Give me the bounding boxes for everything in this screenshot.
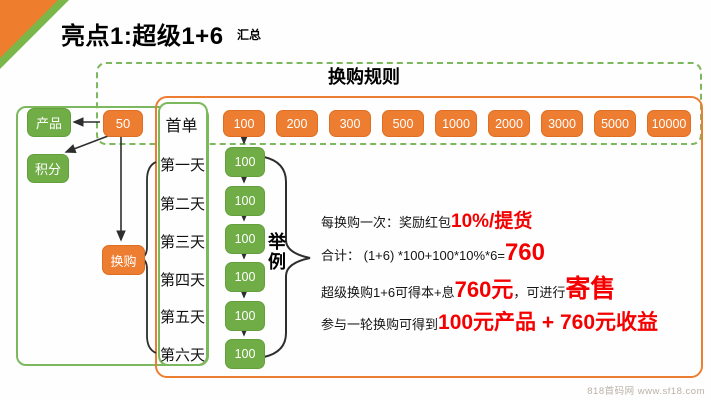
rules-title: 换购规则 [328,67,400,87]
ladder-box-day6: 100 [225,339,265,369]
note-line-1: 每换购一次：奖励红包 10%/提货 [321,206,706,233]
note-3-red-1: 760元 [454,277,514,302]
price-tier-box: 5000 [594,110,636,137]
ladder-box-day3: 100 [225,224,265,254]
corner-ribbon-orange [0,0,58,58]
ladder-box-day4: 100 [225,262,265,292]
note-2-red: 760 [504,239,545,266]
price-tier-box: 500 [382,110,424,137]
schedule-day-6: 第六天 [160,347,206,364]
note-3-red-2: 寄售 [565,275,616,303]
price-tier-box: 2000 [488,110,530,137]
schedule-day-4: 第四天 [160,272,206,289]
product-box: 产品 [27,108,71,137]
schedule-day-3: 第三天 [160,234,206,251]
points-box: 积分 [27,154,69,183]
watermark: 818首码网 www.sf18.com [587,386,705,397]
price-tier-box: 10000 [647,110,691,137]
price-tier-box: 300 [329,110,371,137]
price-tier-box: 1000 [435,110,477,137]
schedule-day-5: 第五天 [160,309,206,326]
note-4-red: 100元产品 + 760元收益 [438,311,659,334]
note-line-2: 合计： (1+6) *100+100*10%*6= 760 [321,239,706,267]
note-3-black-1: 超级换购1+6可得本+息 [321,285,455,300]
exchange-box: 换购 [102,245,145,275]
note-1-red: 10%/提货 [451,211,533,232]
schedule-day-2: 第二天 [160,196,206,213]
page-title: 亮点1:超级1+6 [61,23,224,50]
note-4-black: 参与一轮换购可得到 [321,317,439,332]
price-tier-box: 200 [276,110,318,137]
price-tier-box: 100 [223,110,265,137]
ladder-box-day5: 100 [225,301,265,331]
first-amount-box: 50 [103,110,143,137]
ladder-box-day2: 100 [225,186,265,216]
example-label: 举例 [266,232,286,272]
price-tier-box: 3000 [541,110,583,137]
page-subtitle: 汇总 [237,28,262,42]
schedule-day-1: 第一天 [160,157,206,174]
note-2-black: 合计： (1+6) *100+100*10%*6= [321,248,505,263]
note-line-3: 超级换购1+6可得本+息 760元 ，可进行 寄售 [321,269,706,305]
left-flow-container [16,106,209,366]
notes-block: 每换购一次：奖励红包 10%/提货 合计： (1+6) *100+100*10%… [321,206,706,339]
note-3-black-2: ，可进行 [513,285,566,300]
note-line-4: 参与一轮换购可得到 100元产品 + 760元收益 [321,306,706,336]
schedule-column-container [158,102,208,366]
ladder-box-day1: 100 [225,147,265,177]
schedule-first-order: 首单 [165,118,198,135]
note-1-black: 每换购一次：奖励红包 [321,215,452,230]
